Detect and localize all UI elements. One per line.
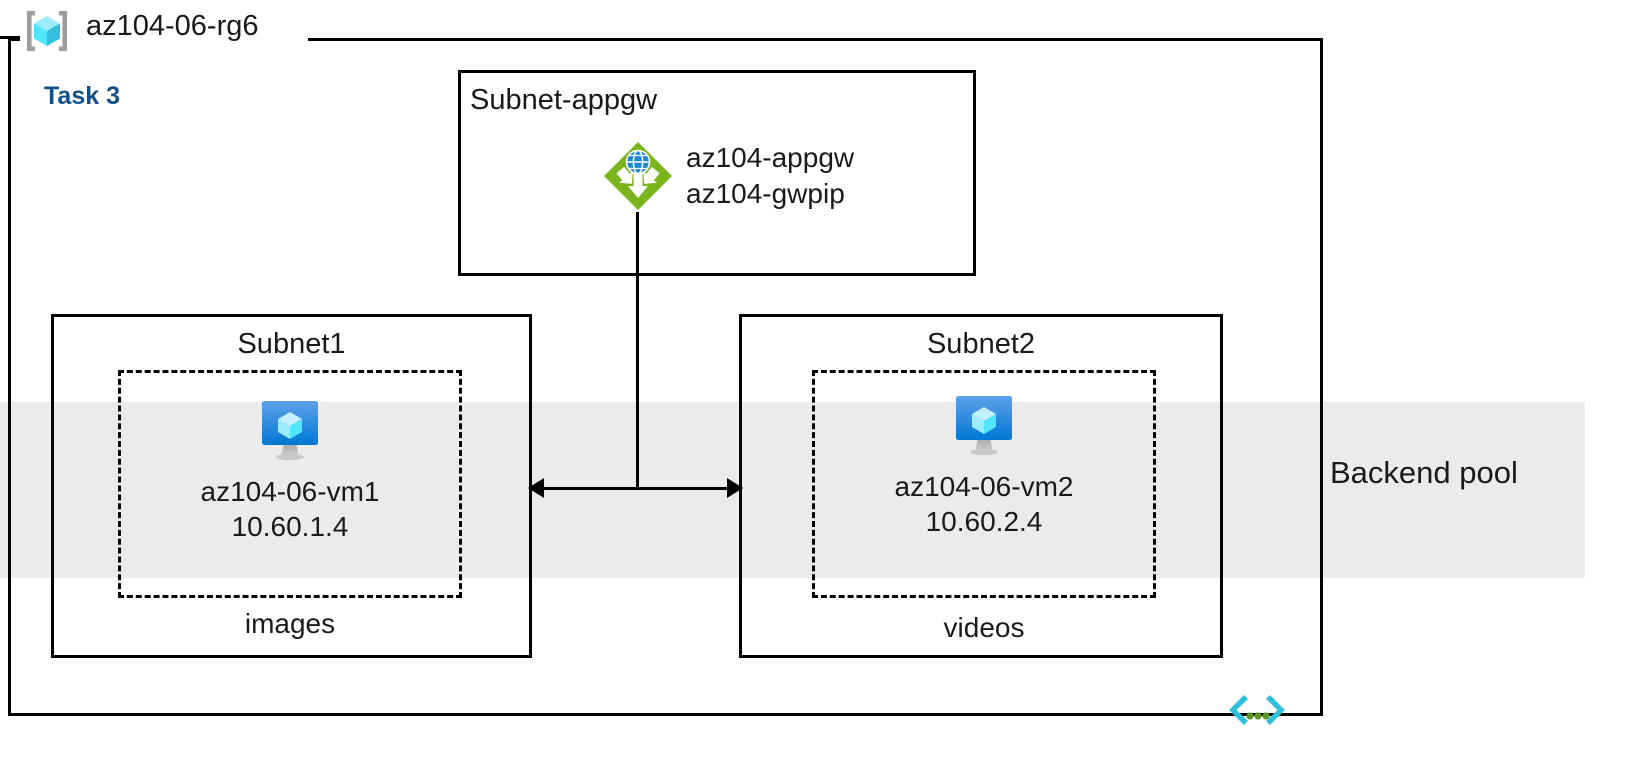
arrow-head-right-icon — [727, 478, 743, 498]
vm1-ip: 10.60.1.4 — [231, 510, 349, 542]
subnet2-storage-label: videos — [943, 612, 1025, 643]
resource-group-border-stub — [0, 36, 20, 39]
resource-group-cube-icon — [22, 8, 72, 54]
application-gateway-labels: az104-appgw az104-gwpip — [686, 140, 854, 212]
subnet1-dashed-boundary — [118, 370, 462, 598]
subnet-appgw-title: Subnet-appgw — [470, 84, 658, 116]
arrow-head-left-icon — [528, 478, 544, 498]
virtual-machine-icon — [254, 395, 326, 465]
vm2-ip: 10.60.2.4 — [925, 505, 1043, 537]
vm1-name: az104-06-vm1 — [200, 476, 380, 507]
backend-pool-label: Backend pool — [1330, 455, 1518, 490]
virtual-machine-icon — [948, 390, 1020, 460]
resource-group-title-gap — [20, 22, 308, 54]
application-gateway-icon — [600, 138, 676, 214]
vm1-node: az104-06-vm1 10.60.1.4 — [118, 395, 462, 544]
vm2-name: az104-06-vm2 — [894, 471, 1074, 502]
gwpip-resource-name: az104-gwpip — [686, 178, 845, 209]
subnet2-dashed-boundary — [812, 370, 1156, 598]
application-gateway-node: az104-appgw az104-gwpip — [600, 138, 854, 214]
subnet1-title: Subnet1 — [237, 328, 346, 360]
resource-group-name: az104-06-rg6 — [86, 10, 259, 42]
subnet-bidirectional-connector — [540, 487, 730, 490]
vm2-node: az104-06-vm2 10.60.2.4 — [812, 390, 1156, 539]
appgw-vertical-connector — [636, 212, 639, 490]
task-label: Task 3 — [44, 82, 120, 110]
subnet2-title: Subnet2 — [926, 328, 1036, 360]
subnet1-storage-label: images — [244, 608, 336, 639]
appgw-resource-name: az104-appgw — [686, 142, 855, 174]
resource-group-border — [8, 38, 1323, 716]
code-brackets-icon — [1228, 692, 1286, 726]
subnet-appgw-box — [458, 70, 976, 276]
